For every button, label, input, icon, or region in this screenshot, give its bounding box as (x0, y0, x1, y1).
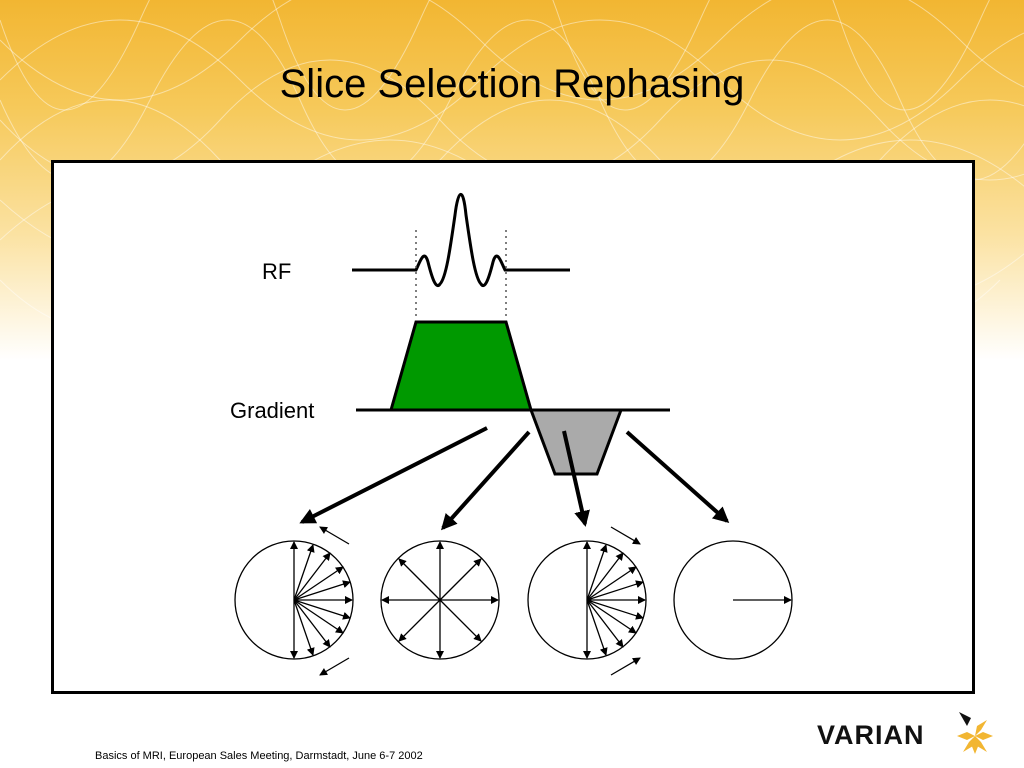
slide-title: Slice Selection Rephasing (279, 62, 745, 106)
gradient-rephasing-lobe (528, 408, 624, 476)
rf-pulse-waveform (352, 192, 570, 287)
pointer-arrow-4 (625, 430, 730, 523)
gradient-label: Gradient (230, 398, 315, 423)
gradient-positive-lobe (389, 320, 533, 412)
spin-circle-2 (380, 540, 500, 660)
pointer-arrow-1 (299, 426, 488, 524)
rf-label: RF (262, 259, 292, 284)
varian-logo-text: VARIAN (817, 720, 925, 750)
spin-circle-3 (527, 526, 647, 676)
pointer-arrow-3 (562, 430, 590, 527)
diagram-frame (51, 160, 975, 694)
pointer-arrow-2 (440, 430, 531, 531)
varian-logo-icon (957, 712, 993, 754)
spin-circle-4 (673, 540, 793, 660)
footer-text: Basics of MRI, European Sales Meeting, D… (95, 750, 423, 762)
spin-circle-1 (234, 526, 354, 676)
